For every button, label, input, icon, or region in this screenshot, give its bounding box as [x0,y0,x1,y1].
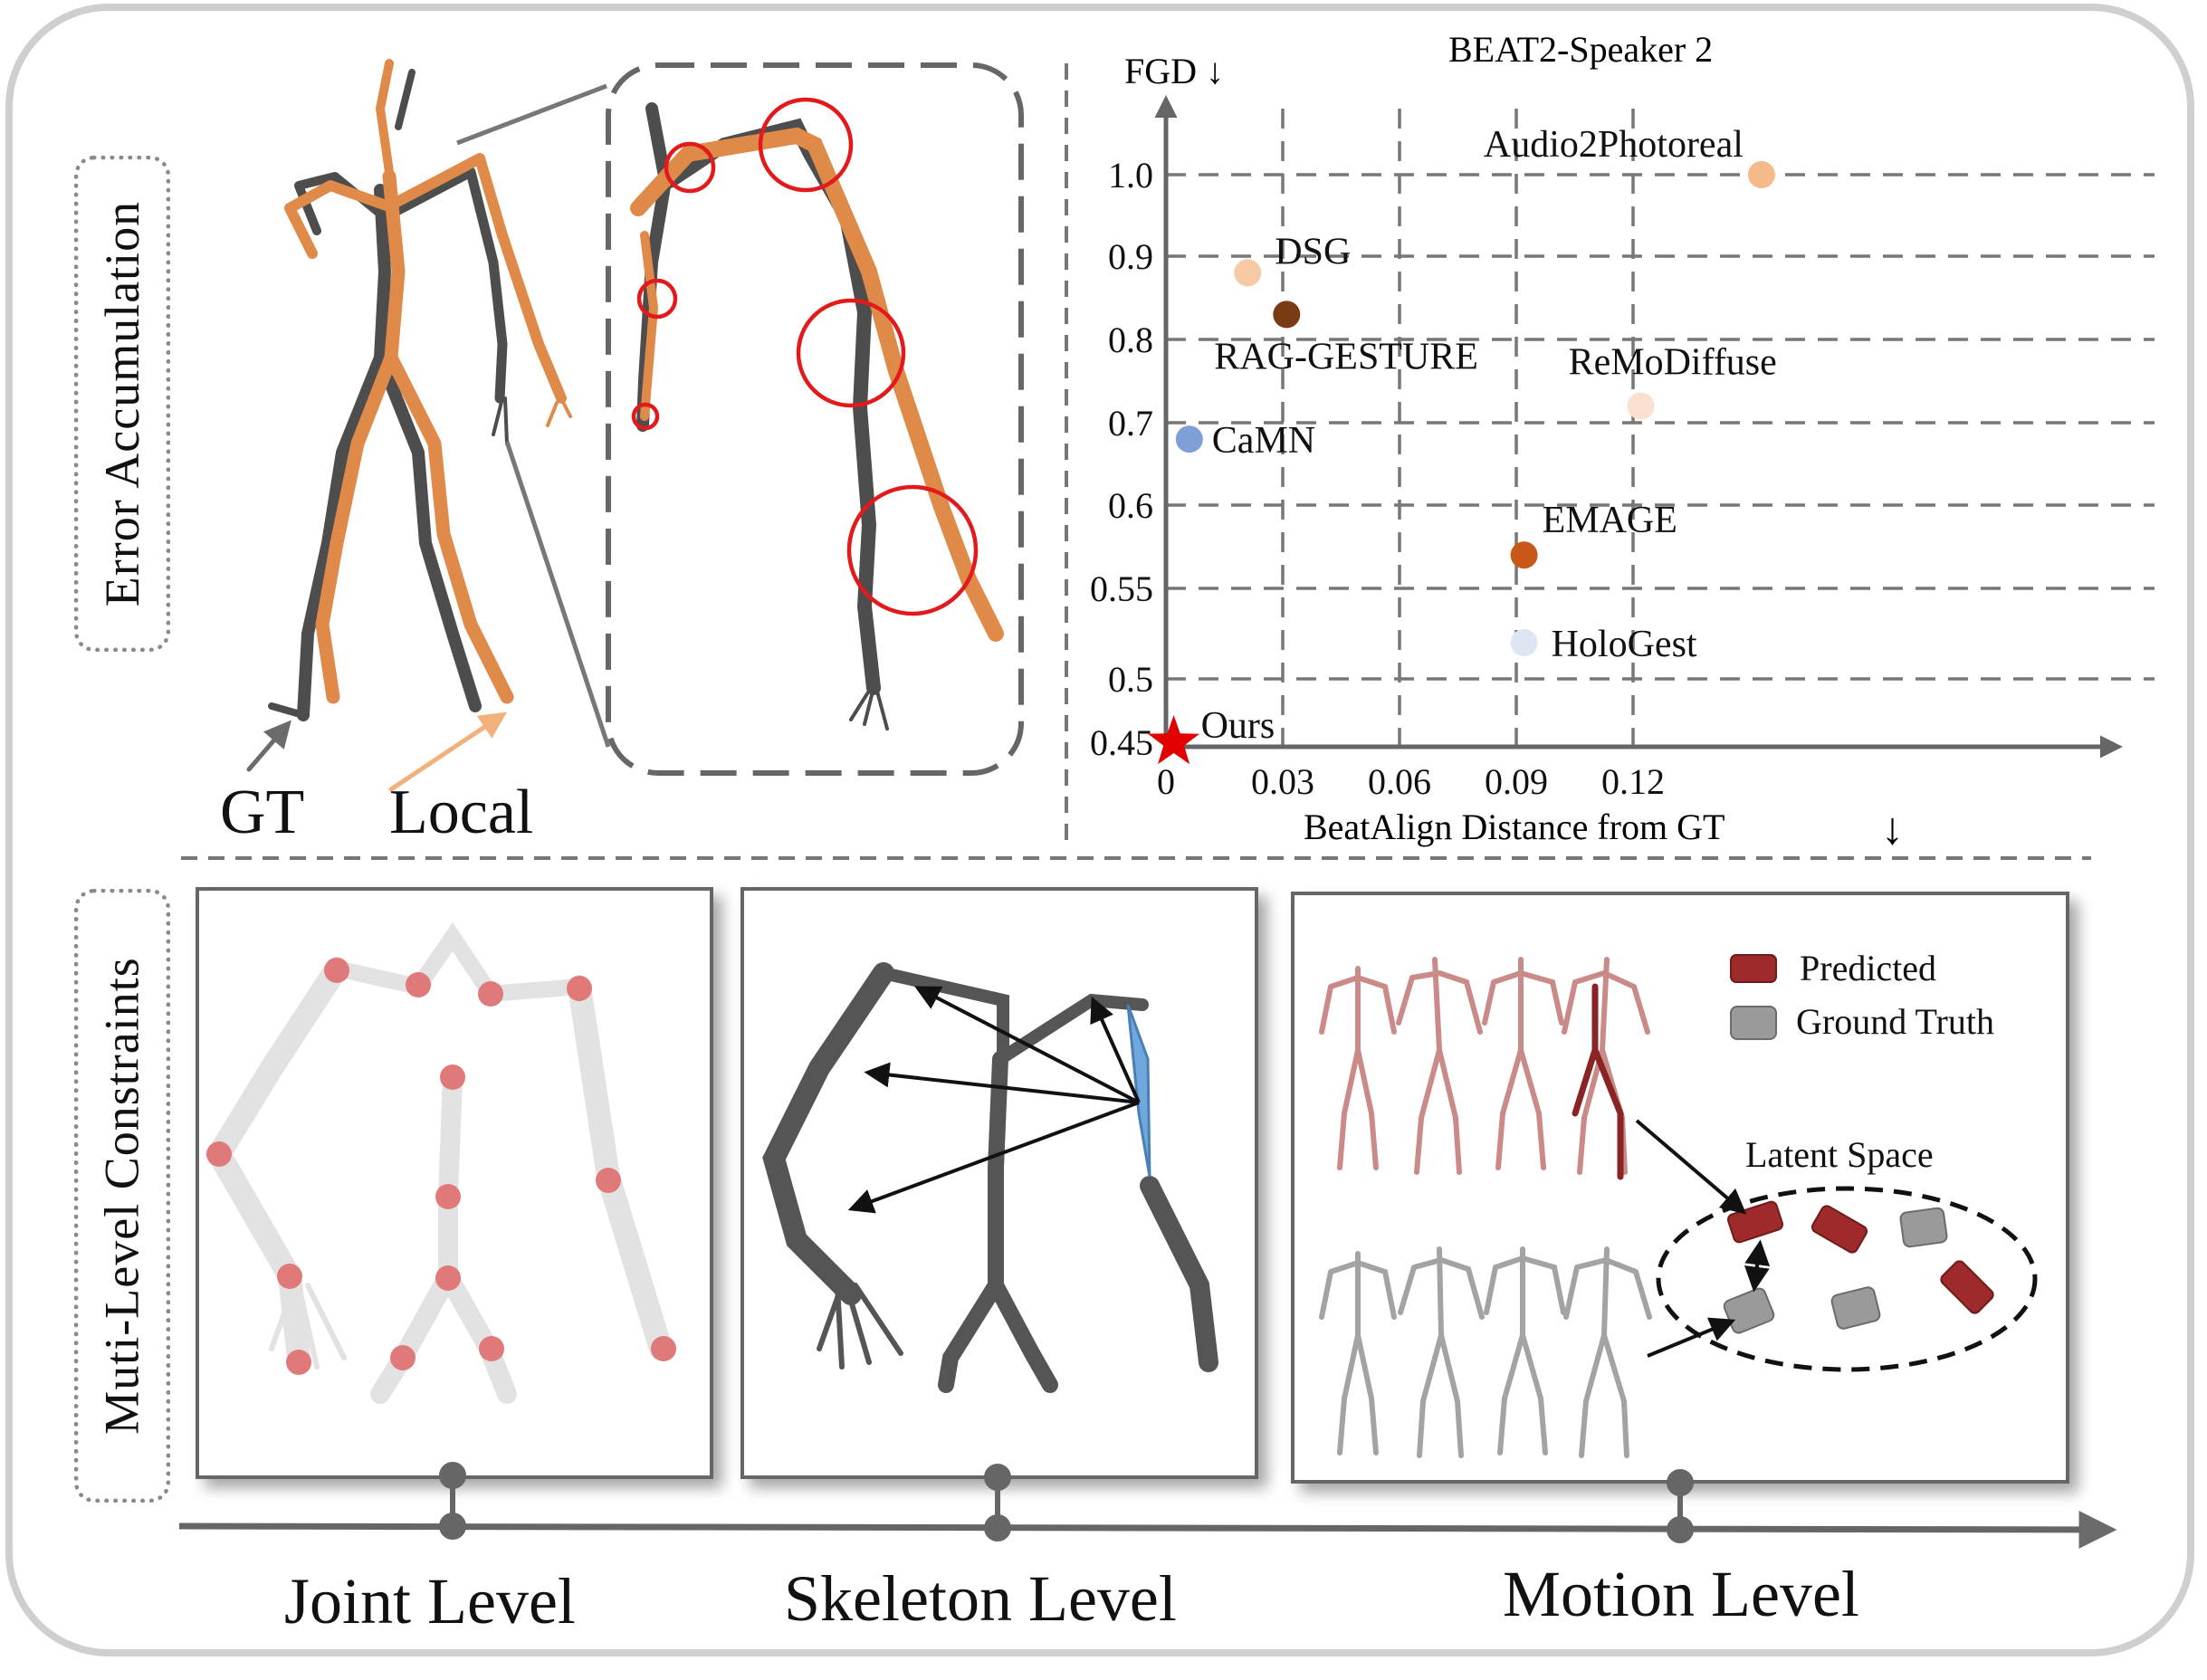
chart-point-rag-gesture [1273,301,1301,329]
chart-x-tick-label: 0.09 [1485,761,1548,802]
error-accumulation-section-label: Error Accumulation [74,156,170,652]
chart-point-label: CaMN [1212,420,1315,462]
chart-y-axis-label: FGD ↓ [1124,51,1224,91]
chart-x-axis-arrow: ↓ [1881,803,1904,854]
skeleton-level-panel [740,887,1258,1479]
chart-y-tick-label: 0.7 [1108,403,1153,444]
chart-ticks: 0 0.03 0.06 0.09 0.12 0.45 0.5 0.55 0.6 0.7 0.8 0.9… [1090,155,1665,802]
highlighted-bone [1126,1004,1151,1178]
fgd-beatalign-scatter-chart: 0 0.03 0.06 0.09 0.12 0.45 0.5 0.55 0.6 0.7 0.8 0.9… [1090,29,2154,854]
ground-truth-motion-sequence [1319,1246,1652,1458]
joint-level-label: Joint Level [284,1565,576,1637]
chart-x-tick-label: 0.12 [1601,761,1665,802]
chart-point-label: Ours [1201,705,1275,747]
chart-y-tick-label: 0.55 [1090,568,1153,609]
chart-title: BEAT2-Speaker 2 [1448,29,1713,70]
zoom-line-top [456,83,607,146]
chart-point-ours [1148,715,1200,765]
chart-point-audio2photoreal [1747,161,1775,188]
chart-x-tick-label: 0.03 [1251,761,1314,802]
error-circles [631,97,979,616]
joint-level-panel [196,887,713,1479]
zoom-line-bottom [504,441,611,748]
ground-truth-legend-label: Ground Truth [1796,1001,1994,1042]
motion-level-label: Motion Level [1503,1558,1859,1630]
chart-point-label: RAG-GESTURE [1214,336,1478,377]
motion-level-panel [1291,892,2069,1484]
zoom-inset-box [606,62,1024,776]
chart-y-tick-label: 0.5 [1108,659,1153,700]
chart-point-hologest [1510,629,1538,656]
chart-x-tick-label: 0.06 [1368,761,1431,802]
gt-label: GT [220,778,305,847]
chart-point-label: DSG [1275,231,1351,272]
chart-point-label: ReMoDiffuse [1569,342,1777,384]
multi-level-constraints-section-label: Muti-Level Constraints [74,889,170,1503]
chart-point-camn [1175,425,1203,453]
ground-truth-legend-swatch [1730,1006,1777,1040]
chart-point-emage [1510,541,1538,569]
latent-space-ellipse [1656,1186,2038,1372]
chart-x-axis-label: BeatAlign Distance from GT [1304,807,1725,847]
chart-y-tick-label: 0.8 [1108,320,1153,360]
chart-point-label: EMAGE [1543,500,1677,541]
chart-point-label: Audio2Photoreal [1484,124,1744,166]
level-timeline [178,1462,2117,1549]
local-arrow [388,711,507,792]
chart-point-dsg [1234,259,1262,287]
predicted-legend-swatch [1730,954,1777,983]
chart-y-tick-label: 0.45 [1090,722,1153,763]
chart-point-label: HoloGest [1552,624,1697,665]
local-label: Local [389,778,534,847]
chart-y-tick-label: 1.0 [1108,155,1153,196]
chart-y-tick-label: 0.9 [1108,236,1153,277]
predicted-legend-label: Predicted [1800,948,1937,988]
error-skeleton-figure [246,59,572,792]
skeleton-level-label: Skeleton Level [784,1562,1177,1635]
gt-arrow [246,720,291,772]
chart-y-tick-label: 0.6 [1108,485,1153,526]
chart-axes [1154,95,2123,759]
latent-space-label: Latent Space [1745,1134,1934,1175]
chart-point-remodiffuse [1627,392,1655,420]
chart-x-tick-label: 0 [1157,761,1175,802]
